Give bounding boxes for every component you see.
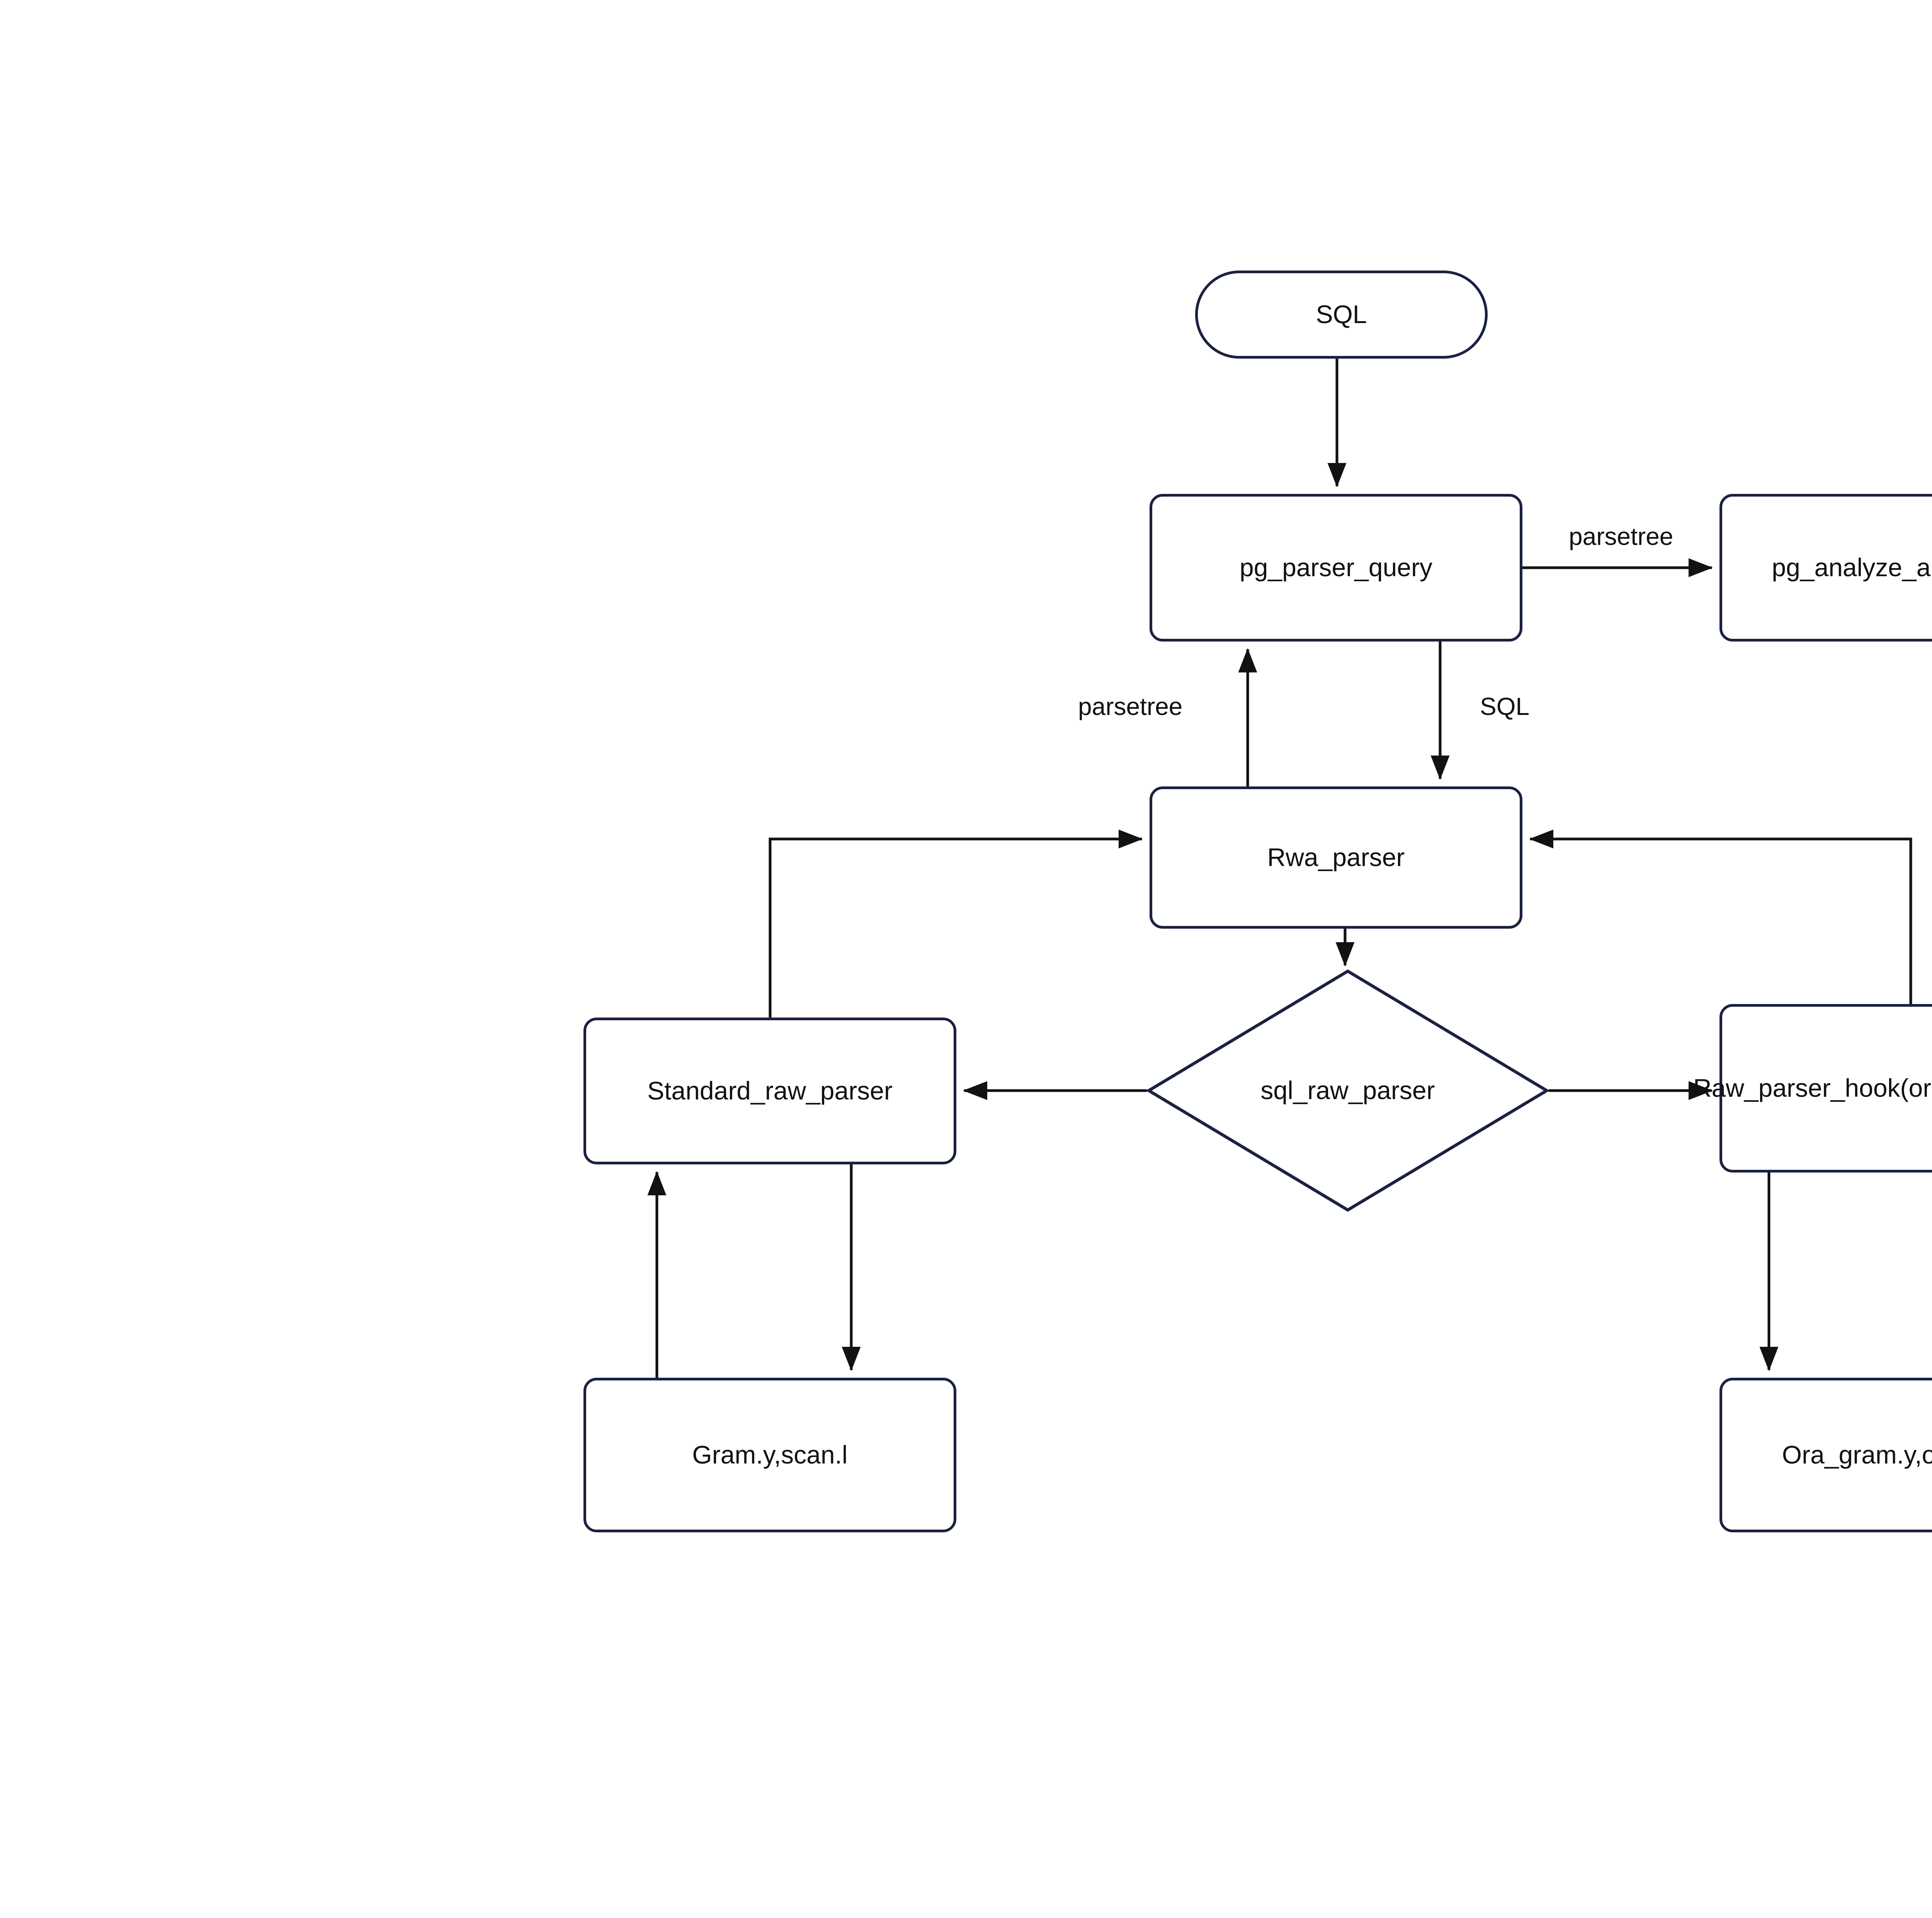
node-pg-parser-query[interactable]: pg_parser_query [1150, 494, 1522, 642]
edge-label-parsetree-left: parsetree [1078, 693, 1183, 720]
edge-label-sql: SQL [1480, 693, 1530, 720]
node-pg-analyze-and-rewrite-label: pg_analyze_and_rewrite [1772, 553, 1932, 582]
node-sql-label: SQL [1316, 300, 1367, 329]
node-ora-gram-ora-scan[interactable]: Ora_gram.y,ora_scan.l [1719, 1378, 1932, 1532]
edge-label-parsetree-right: parsetree [1569, 522, 1673, 550]
node-sql-raw-parser-label: sql_raw_parser [1260, 1076, 1435, 1105]
node-raw-parser-hook[interactable]: Raw_parser_hook(oracle_raw_parser) [1693, 1004, 1932, 1173]
node-standard-raw-parser-label: Standard_raw_parser [647, 1076, 893, 1105]
node-rwa-parser[interactable]: Rwa_parser [1150, 786, 1522, 929]
edge-raw-parser-hook-to-rwa-parser [1529, 829, 1912, 1004]
node-pg-parser-query-label: pg_parser_query [1240, 553, 1432, 582]
diamond-shape [1147, 969, 1549, 1212]
node-sql-raw-parser-decision[interactable]: sql_raw_parser [1147, 969, 1549, 1212]
node-raw-parser-hook-label: Raw_parser_hook(oracle_raw_parser) [1693, 1074, 1932, 1103]
node-standard-raw-parser[interactable]: Standard_raw_parser [583, 1018, 956, 1164]
node-ora-gram-ora-scan-label: Ora_gram.y,ora_scan.l [1782, 1440, 1932, 1469]
node-pg-analyze-and-rewrite[interactable]: pg_analyze_and_rewrite [1719, 494, 1932, 642]
node-sql[interactable]: SQL [1195, 271, 1488, 359]
node-rwa-parser-label: Rwa_parser [1267, 843, 1405, 872]
node-gram-scan-label: Gram.y,scan.l [692, 1440, 848, 1469]
node-gram-scan[interactable]: Gram.y,scan.l [583, 1378, 956, 1532]
edge-standard-raw-parser-to-rwa-parser [769, 829, 1143, 1018]
